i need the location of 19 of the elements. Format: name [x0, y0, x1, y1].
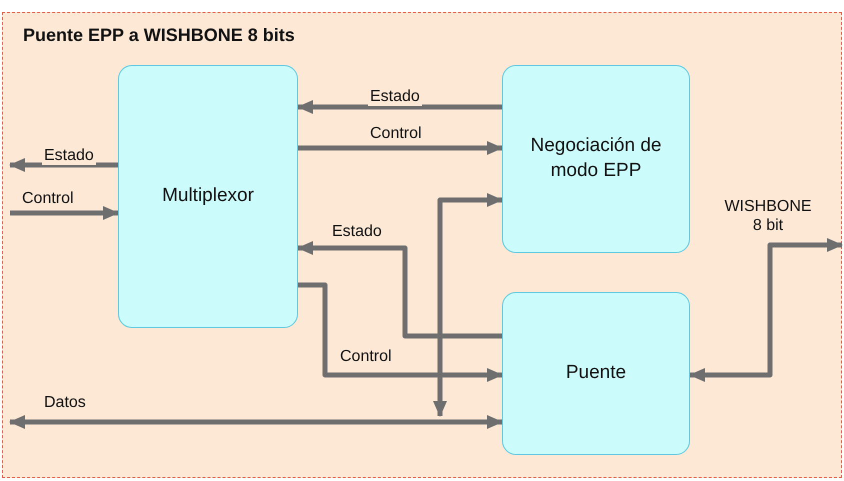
block-label: Puente [566, 361, 626, 386]
process-block [502, 65, 690, 253]
arrow [689, 238, 843, 382]
diagram-frame [2, 12, 842, 478]
frame-label: Puente EPP a WISHBONE 8 bits [23, 25, 295, 46]
edge-label: Estado [368, 87, 422, 106]
block-label: Multiplexor [162, 184, 254, 208]
arrow [297, 100, 502, 114]
arrow [297, 241, 502, 338]
arrow [10, 206, 119, 220]
process-block [502, 292, 690, 455]
arrow [298, 141, 503, 155]
process-block [118, 65, 298, 328]
arrow [9, 158, 118, 172]
arrow [9, 415, 503, 429]
arrow [298, 282, 503, 382]
block-label: Negociación de modo EPP [530, 134, 662, 183]
arrow [433, 193, 503, 417]
edge-label: Estado [42, 146, 96, 166]
